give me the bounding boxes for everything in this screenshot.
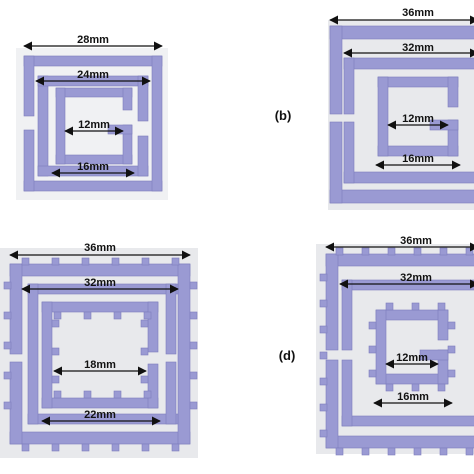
ring-tab: [319, 377, 328, 386]
ring-tab: [385, 302, 394, 311]
ring-tab: [387, 447, 396, 456]
panel-b-resonator: [329, 25, 474, 204]
ring-tab: [83, 311, 92, 320]
ring-tab: [81, 257, 90, 266]
ring-tab: [21, 443, 30, 452]
ring-tab: [319, 403, 328, 412]
dim-label-c-inner-inner: 18mm: [84, 359, 116, 371]
dim-label-d-outer: 36mm: [400, 235, 432, 247]
ring-tab: [171, 257, 180, 266]
ring-tab: [51, 347, 60, 356]
ring-tab: [319, 273, 328, 282]
dim-label-b-inner: 16mm: [402, 153, 434, 165]
ring-tab: [51, 257, 60, 266]
ring-tab: [361, 247, 370, 256]
ring-tab: [111, 443, 120, 452]
ring-tab: [140, 347, 149, 356]
panel-label-b: (b): [275, 108, 292, 123]
ring-tab: [140, 375, 149, 384]
ring-tab: [368, 321, 377, 330]
ring-tab: [21, 257, 30, 266]
ring-tab: [447, 345, 456, 354]
ring-tab: [319, 299, 328, 308]
ring-tab: [335, 247, 344, 256]
ring-tab: [385, 383, 394, 392]
ring-tab: [189, 371, 198, 380]
ring-tab: [3, 371, 12, 380]
ring-tab: [189, 401, 198, 410]
ring-tab: [447, 321, 456, 330]
ring-tab: [368, 345, 377, 354]
panel-d-resonator: [325, 253, 474, 449]
dim-label-a-inner: 16mm: [77, 161, 109, 173]
dim-label-b-inner-inner: 12mm: [402, 113, 434, 125]
ring-tab: [141, 443, 150, 452]
dim-label-d-inner-inner: 12mm: [396, 352, 428, 364]
ring-tab: [411, 383, 420, 392]
dim-label-c-inner: 22mm: [84, 409, 116, 421]
ring-tab: [465, 447, 474, 456]
panel-c-tabs: [3, 257, 198, 452]
ring-tab: [413, 247, 422, 256]
ring-tab: [143, 390, 152, 399]
ring-tab: [51, 319, 60, 328]
dim-label-a-outer: 28mm: [77, 34, 109, 46]
panel-label-d: (d): [279, 348, 296, 363]
ring-tab: [437, 383, 446, 392]
ring-tab: [189, 281, 198, 290]
ring-tab: [3, 281, 12, 290]
ring-tab: [3, 311, 12, 320]
ring-tab: [51, 443, 60, 452]
ring-tab: [113, 311, 122, 320]
ring-tab: [111, 257, 120, 266]
ring-tab: [319, 429, 328, 438]
ring-tab: [361, 447, 370, 456]
ring-tab: [140, 319, 149, 328]
ring-tab: [437, 302, 446, 311]
ring-tab: [53, 311, 62, 320]
ring-tab: [319, 351, 328, 360]
ring-tab: [387, 247, 396, 256]
ring-tab: [81, 443, 90, 452]
ring-tab: [411, 302, 420, 311]
dim-label-c-outer: 36mm: [84, 242, 116, 254]
ring-tab: [319, 325, 328, 334]
ring-tab: [143, 311, 152, 320]
dim-label-c-outer-inner: 32mm: [84, 277, 116, 289]
ring-tab: [413, 447, 422, 456]
ring-tab: [465, 247, 474, 256]
ring-tab: [83, 390, 92, 399]
ring-tab: [3, 341, 12, 350]
dim-label-b-outer-inner: 32mm: [402, 42, 434, 54]
ring-tab: [189, 341, 198, 350]
ring-tab: [113, 390, 122, 399]
dim-label-d-inner: 16mm: [397, 391, 429, 403]
ring-tab: [189, 311, 198, 320]
ring-tab: [447, 369, 456, 378]
dim-label-d-outer-inner: 32mm: [400, 272, 432, 284]
ring-tab: [368, 369, 377, 378]
ring-tab: [439, 447, 448, 456]
ring-tab: [439, 247, 448, 256]
ring-tab: [141, 257, 150, 266]
dim-label-b-outer: 36mm: [402, 7, 434, 19]
ring-tab: [171, 443, 180, 452]
ring-tab: [53, 390, 62, 399]
ring-tab: [335, 447, 344, 456]
ring-tab: [51, 375, 60, 384]
dim-label-a-outer-inner: 24mm: [77, 69, 109, 81]
dim-label-a-inner-inner: 12mm: [78, 119, 110, 131]
ring-tab: [3, 401, 12, 410]
